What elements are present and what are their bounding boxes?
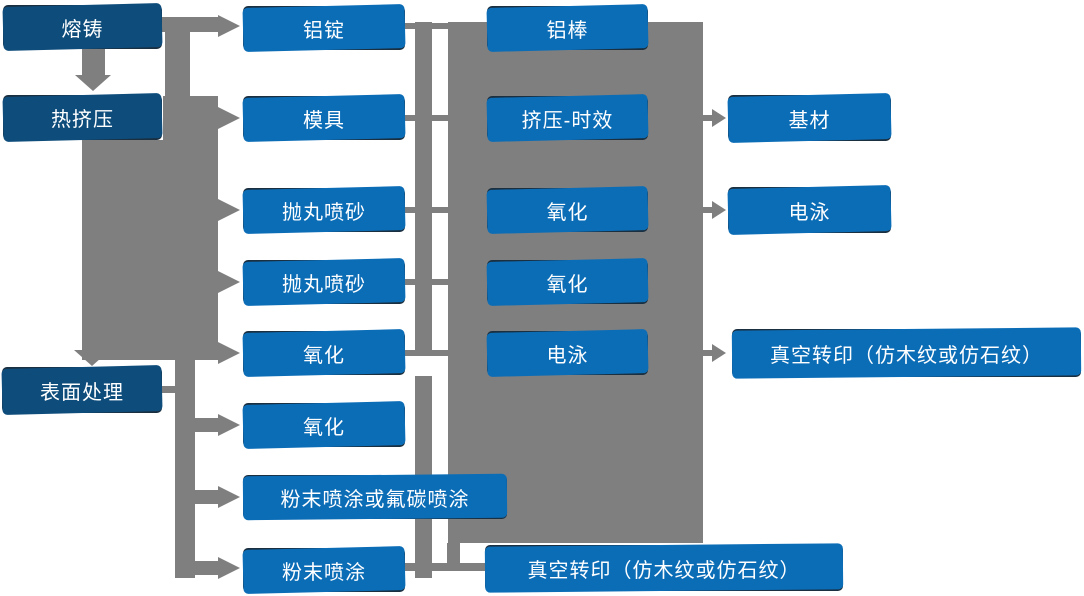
connector-powder-to-vacuumtransfer — [405, 563, 487, 571]
box-oxidation-4-label: 氧化 — [546, 273, 589, 296]
arrow-right-electrophoresis-2 — [712, 201, 726, 219]
box-surface-treatment-label: 表面处理 — [40, 381, 124, 404]
arrow-right-mold — [218, 107, 240, 129]
box-powder-or-fluorocarbon: 粉末喷涂或氟碳喷涂 — [243, 475, 507, 519]
box-electrophoresis-1-label: 电泳 — [546, 344, 589, 367]
box-base-material: 基材 — [728, 95, 891, 141]
box-electrophoresis-2-label: 电泳 — [788, 201, 831, 224]
box-extrusion-aging: 挤压-时效 — [487, 96, 648, 140]
connector-stub-oxidation3-in — [432, 207, 448, 213]
box-aluminum-ingot: 铝锭 — [243, 6, 405, 50]
box-powder-or-fluorocarbon-label: 粉末喷涂或氟碳喷涂 — [280, 488, 470, 511]
arrow-right-vacuum-transfer-2 — [712, 344, 726, 362]
arrow-right-shot-blast-1 — [218, 199, 240, 221]
box-electrophoresis-2: 电泳 — [728, 187, 891, 233]
box-mold-label: 模具 — [303, 109, 345, 132]
connector-stub-rod-in — [432, 23, 448, 29]
box-shot-blast-1-label: 抛丸喷砂 — [282, 201, 366, 224]
connector-trunk-main — [82, 140, 218, 360]
connector-trunk-lower — [175, 360, 195, 578]
connector-meltcast-to-hotextrusion — [82, 49, 105, 76]
arrow-down-surface-treatment — [74, 350, 110, 366]
connector-stub-electrophoresis1-in — [432, 350, 448, 356]
box-melt-casting-label: 熔铸 — [61, 18, 104, 41]
box-oxidation-1: 氧化 — [243, 331, 405, 375]
box-hot-extrusion-label: 热挤压 — [51, 109, 114, 131]
connector-stub-shotblast1-out — [405, 207, 415, 213]
box-aluminum-ingot-label: 铝锭 — [303, 19, 345, 42]
box-powder-coating: 粉末喷涂 — [243, 548, 405, 592]
box-melt-casting: 熔铸 — [3, 5, 162, 49]
box-oxidation-4: 氧化 — [487, 260, 648, 304]
connector-stub-mold-out — [405, 115, 415, 121]
box-powder-coating-label: 粉末喷涂 — [282, 561, 366, 584]
box-vacuum-transfer-1: 真空转印（仿木纹或仿石纹） — [485, 545, 843, 591]
connector-stub-shotblast2-out — [405, 279, 415, 285]
arrow-right-aluminum-ingot — [218, 15, 240, 37]
box-electrophoresis-1: 电泳 — [487, 331, 648, 375]
connector-panel-leg — [447, 543, 460, 570]
box-hot-extrusion: 热挤压 — [3, 95, 162, 140]
arrow-down-hot-extrusion — [75, 75, 111, 91]
box-shot-blast-1: 抛丸喷砂 — [243, 188, 405, 232]
connector-stub-base-material — [703, 115, 713, 121]
connector-stub-oxidation4-in — [432, 279, 448, 285]
arrow-right-oxidation-2 — [218, 414, 240, 436]
connector-stub-vacuumtransfer2 — [703, 350, 713, 356]
box-base-material-label: 基材 — [788, 109, 831, 132]
arrow-right-oxidation-1 — [218, 342, 240, 364]
box-oxidation-2-label: 氧化 — [303, 416, 345, 439]
connector-stub-ingot-out — [405, 23, 415, 29]
box-surface-treatment: 表面处理 — [2, 367, 162, 413]
arrow-right-shot-blast-2 — [218, 271, 240, 293]
connector-stub-extrusionaging-in — [432, 115, 448, 121]
connector-stub-oxidation-2 — [195, 418, 218, 432]
box-oxidation-1-label: 氧化 — [303, 344, 345, 367]
box-extrusion-aging-label: 挤压-时效 — [521, 109, 614, 132]
box-oxidation-3-label: 氧化 — [546, 201, 589, 224]
box-vacuum-transfer-2: 真空转印（仿木纹或仿石纹） — [732, 329, 1081, 377]
box-aluminum-rod-label: 铝棒 — [546, 19, 589, 42]
box-oxidation-2: 氧化 — [243, 403, 405, 447]
arrow-right-powder-fluoro — [218, 486, 240, 508]
connector-surfacetreatment-stub — [162, 386, 175, 393]
arrow-right-powder-coating — [218, 557, 240, 579]
connector-stub-powder-fluoro — [195, 490, 218, 504]
box-vacuum-transfer-1-label: 真空转印（仿木纹或仿石纹） — [527, 559, 801, 582]
connector-stub-oxidation1-out — [405, 350, 415, 356]
connector-junction-bar-top — [415, 22, 432, 356]
box-shot-blast-2-label: 抛丸喷砂 — [282, 273, 366, 296]
box-oxidation-3: 氧化 — [487, 188, 648, 232]
box-mold: 模具 — [243, 96, 405, 140]
box-aluminum-rod: 铝棒 — [487, 6, 648, 50]
box-vacuum-transfer-2-label: 真空转印（仿木纹或仿石纹） — [770, 344, 1043, 367]
connector-stub-powder-coating — [195, 561, 218, 575]
box-shot-blast-2: 抛丸喷砂 — [243, 260, 405, 304]
arrow-right-base-material — [712, 109, 726, 127]
connector-stub-electrophoresis2 — [703, 207, 713, 213]
connector-hotextrusion-elbow — [163, 96, 218, 140]
